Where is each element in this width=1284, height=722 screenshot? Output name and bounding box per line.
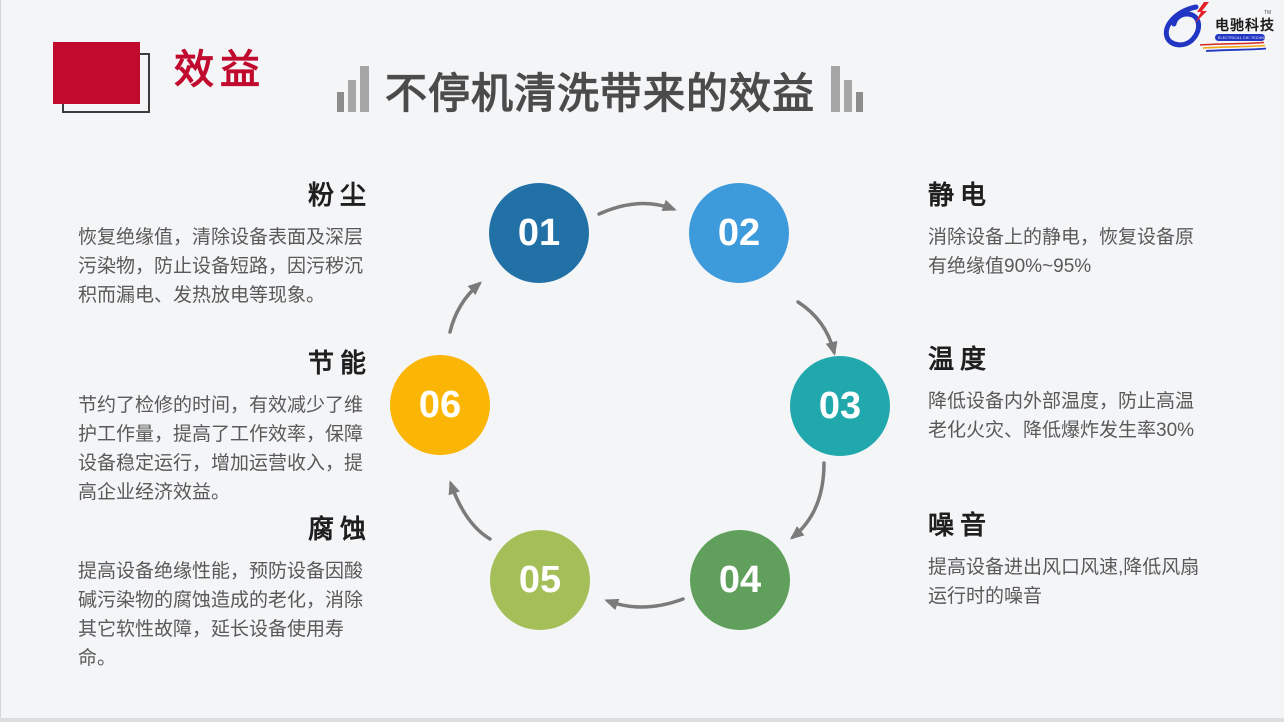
brand-logo: 电驰科技 TM ELECTRICAL CHI TECHNOLOGY [1160,2,1278,54]
benefit-block-energy-saving: 节能 节约了检修的时间，有效减少了维护工作量，提高了工作效率，保障设备稳定运行，… [78,348,366,507]
arrow-01-to-02 [597,199,677,216]
benefit-label: 节能 [307,348,372,378]
benefit-block-dust: 粉尘 恢复绝缘值，清除设备表面及深层污染物，防止设备短路，因污秽沉积而漏电、发热… [78,180,366,310]
step-number: 06 [418,384,462,426]
arrow-02-to-03 [796,300,838,356]
step-number: 04 [718,559,762,601]
step-number: 05 [518,559,562,601]
header-accent-square [53,42,140,104]
benefit-label: 静电 [928,180,993,210]
logo-trademark: TM [1264,10,1271,16]
benefit-label: 温度 [928,344,993,374]
step-circle-6: 06 [390,355,490,455]
benefit-label: 噪音 [928,510,993,540]
benefit-description: 提高设备绝缘性能，预防设备因酸碱污染物的腐蚀造成的老化，消除其它软性故障，延长设… [78,561,364,670]
logo-subtitle-text: ELECTRICAL CHI TECHNOLOGY [1218,36,1274,40]
benefit-description: 提高设备进出风口风速,降低风扇运行时的噪音 [928,557,1200,608]
arrow-04-to-05 [604,597,685,611]
benefit-description: 降低设备内外部温度，防止高温老化火灾、降低爆炸发生率30% [928,391,1195,442]
section-label: 效益 [174,48,266,92]
arrow-06-to-01 [448,281,483,334]
logo-brand-text: 电驰科技 [1215,17,1274,33]
slide-bottom-edge [0,718,1284,722]
benefit-label: 腐蚀 [307,514,372,544]
logo-stripes [1199,41,1267,52]
benefit-block-static: 静电 消除设备上的静电，恢复设备原有绝缘值90%~95% [928,180,1210,281]
page-title: 不停机清洗带来的效益 [384,69,815,117]
step-number: 02 [717,212,761,254]
logo-lightning-icon [1195,2,1209,23]
benefit-description: 节约了检修的时间，有效减少了维护工作量，提高了工作效率，保障设备稳定运行，增加运… [78,395,364,504]
logo-swoosh-icon [1163,4,1202,48]
step-circle-4: 04 [690,530,790,630]
logo-subtitle-band [1215,34,1265,41]
benefit-description: 消除设备上的静电，恢复设备原有绝缘值90%~95% [928,227,1195,278]
step-number: 03 [818,385,862,427]
chart-bars-icon-right [831,66,863,112]
title-row: 不停机清洗带来的效益 [320,66,880,117]
benefit-block-noise: 噪音 提高设备进出风口风速,降低风扇运行时的噪音 [928,510,1210,611]
benefit-block-temperature: 温度 降低设备内外部温度，防止高温老化火灾、降低爆炸发生率30% [928,344,1210,445]
benefit-block-corrosion: 腐蚀 提高设备绝缘性能，预防设备因酸碱污染物的腐蚀造成的老化，消除其它软性故障，… [78,514,366,673]
chart-bars-icon-left [336,66,369,112]
step-circle-1: 01 [489,183,589,283]
step-circle-2: 02 [689,183,789,283]
benefit-description: 恢复绝缘值，清除设备表面及深层污染物，防止设备短路，因污秽沉积而漏电、发热放电等… [78,227,364,307]
step-circle-3: 03 [790,356,890,456]
step-circle-5: 05 [490,530,590,630]
arrow-03-to-04 [789,461,826,540]
benefit-label: 粉尘 [307,180,372,210]
arrow-05-to-06 [448,480,492,541]
step-number: 01 [517,212,561,254]
